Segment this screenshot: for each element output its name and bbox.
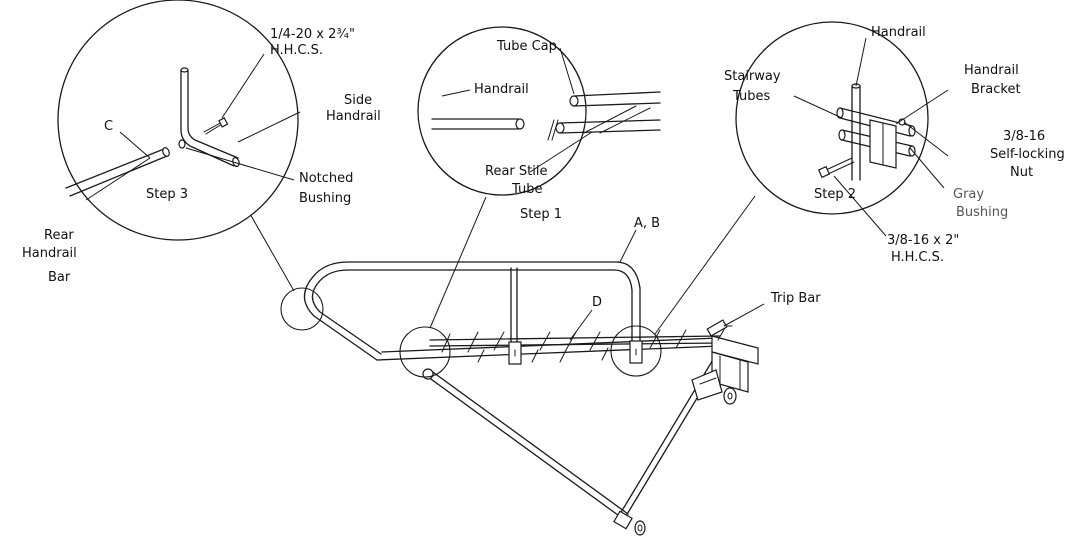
handrail-loop-inner [311,269,633,355]
label-notched-bushing-1: Notched [299,171,353,186]
label-a-b: A, B [634,216,660,231]
label-tube-cap: Tube Cap [496,39,557,54]
leader-ab [619,229,637,263]
label-gray-bushing-2: Bushing [956,205,1008,220]
label-hhcs-quarter-1: 1/4-20 x 2³⁄₄" [270,27,355,42]
label-self-locking-nut-1: 3/8-16 [1003,129,1045,144]
detail-circle-step1 [399,326,451,378]
leader-d [569,309,593,341]
label-stairway-tubes-1: Stairway [724,69,781,84]
label-rear-handrail-bar-3: Bar [48,270,71,285]
connector-step2 [654,195,756,335]
label-self-locking-nut-2: Self-locking [990,147,1065,162]
bottom-caster-mount [613,510,633,530]
ladder-assembly [280,261,759,536]
label-handrail-bracket-1: Handrail [964,63,1019,78]
label-side-handrail-2: Handrail [326,109,381,124]
label-step3: Step 3 [146,187,188,202]
connector-step1 [429,196,487,329]
detail-circle-step3 [280,287,324,331]
label-self-locking-nut-3: Nut [1010,165,1033,180]
leg-rear-1 [423,373,623,519]
label-handrail-bracket-2: Bracket [971,82,1021,97]
top-wheel [723,387,737,405]
label-hhcs-quarter-2: H.H.C.S. [270,43,323,58]
step3-detail [57,0,301,241]
bottom-wheel [634,520,646,536]
stringer-top-2 [429,342,721,347]
detail-circle-step2 [610,325,662,377]
label-rear-stile-tube-1: Rear Stile [485,164,547,179]
label-d: D [592,295,602,310]
label-stairway-tubes-2: Tubes [732,89,770,104]
label-step1: Step 1 [520,207,562,222]
label-rear-stile-tube-2: Tube [511,182,542,197]
leader-trip-bar [723,303,765,327]
leg-rear-2 [429,369,629,515]
label-rear-handrail-bar-1: Rear [44,228,74,243]
label-c: C [104,119,113,134]
step2-detail [735,21,949,237]
step1-detail [417,26,661,196]
label-hhcs-38-1: 3/8-16 x 2" [887,233,959,248]
top-platform [691,319,759,405]
label-handrail-step1: Handrail [474,82,529,97]
label-side-handrail-1: Side [344,93,372,108]
stringer-top [429,335,721,341]
label-gray-bushing-1: Gray [953,187,984,202]
label-hhcs-38-2: H.H.C.S. [891,250,944,265]
treads [441,329,687,363]
label-trip-bar: Trip Bar [770,291,821,306]
label-rear-handrail-bar-2: Handrail [22,246,77,261]
label-handrail-step2: Handrail [871,25,926,40]
stringer-bottom [376,345,721,361]
label-notched-bushing-2: Bushing [299,191,351,206]
handrail-loop [303,261,641,361]
label-step2: Step 2 [814,187,856,202]
